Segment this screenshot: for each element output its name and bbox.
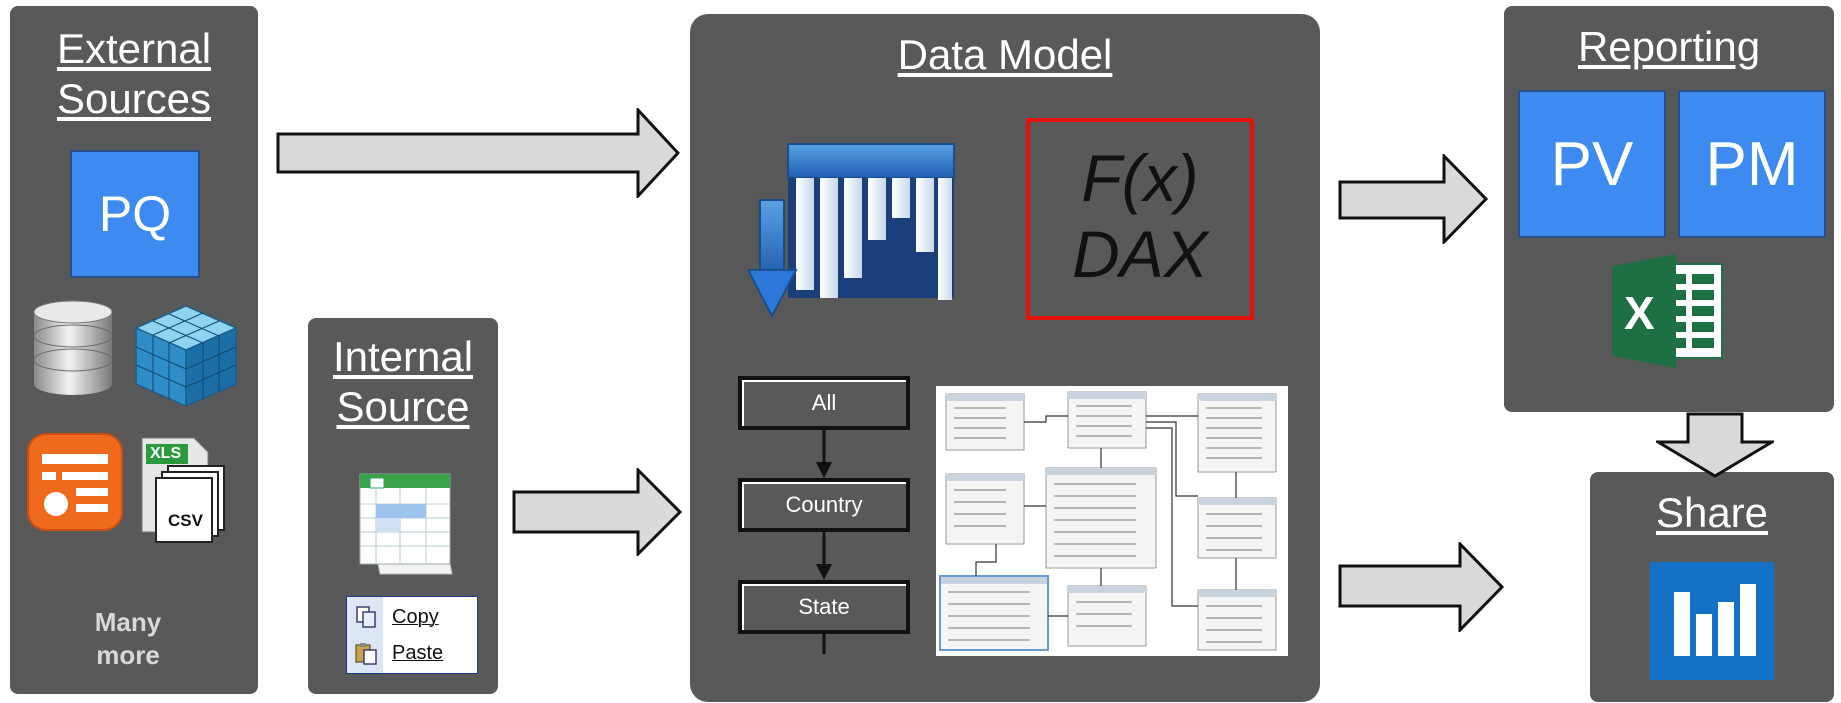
- paste-menu-item[interactable]: Paste: [346, 634, 476, 672]
- power-bi-icon: [1650, 562, 1774, 680]
- olap-cube-icon: [134, 305, 238, 408]
- table-import-icon: [359, 473, 453, 575]
- fx-label: F(x): [1081, 141, 1199, 215]
- paste-label: Paste: [392, 641, 444, 664]
- power-view-box[interactable]: PV: [1518, 90, 1666, 238]
- power-query-box[interactable]: PQ: [70, 150, 200, 278]
- hierarchy-level-all: All: [738, 376, 910, 430]
- paste-icon: [355, 643, 377, 665]
- file-xls-csv-icon: [141, 437, 225, 543]
- arrow-reporting-to-share: [1656, 412, 1774, 478]
- dax-box[interactable]: F(x) DAX: [1026, 118, 1254, 320]
- pq-label: PQ: [98, 186, 172, 242]
- copy-menu-item[interactable]: Copy: [346, 598, 476, 636]
- arrow-model-to-share: [1338, 542, 1504, 632]
- external-sources-title: External Sources: [56, 25, 212, 122]
- xls-label: XLS: [150, 445, 182, 462]
- excel-icon: [1612, 254, 1723, 368]
- internal-source-title: Internal Source: [332, 333, 474, 430]
- relationship-diagram-thumbnail: [936, 386, 1288, 656]
- excel-x-label: X: [1624, 287, 1655, 339]
- arrow-external-to-model: [276, 108, 680, 198]
- arrow-model-to-reporting: [1338, 154, 1488, 244]
- reporting-title: Reporting: [1577, 23, 1761, 70]
- copy-icon: [356, 606, 376, 628]
- hierarchy-connectors: [816, 428, 832, 654]
- arrow-internal-to-model: [512, 468, 682, 556]
- many-more-text: Many more: [94, 607, 162, 670]
- csv-label: CSV: [168, 511, 203, 530]
- power-map-box[interactable]: PM: [1678, 90, 1826, 238]
- database-icon: [33, 300, 113, 395]
- data-model-engine-icon: [748, 143, 955, 319]
- pm-label: PM: [1705, 129, 1799, 199]
- share-title: Share: [1655, 489, 1769, 536]
- odata-feed-icon: [27, 433, 123, 531]
- pv-label: PV: [1550, 129, 1634, 199]
- copy-label: Copy: [392, 605, 439, 628]
- data-model-title: Data Model: [897, 31, 1113, 78]
- dax-label: DAX: [1072, 217, 1208, 291]
